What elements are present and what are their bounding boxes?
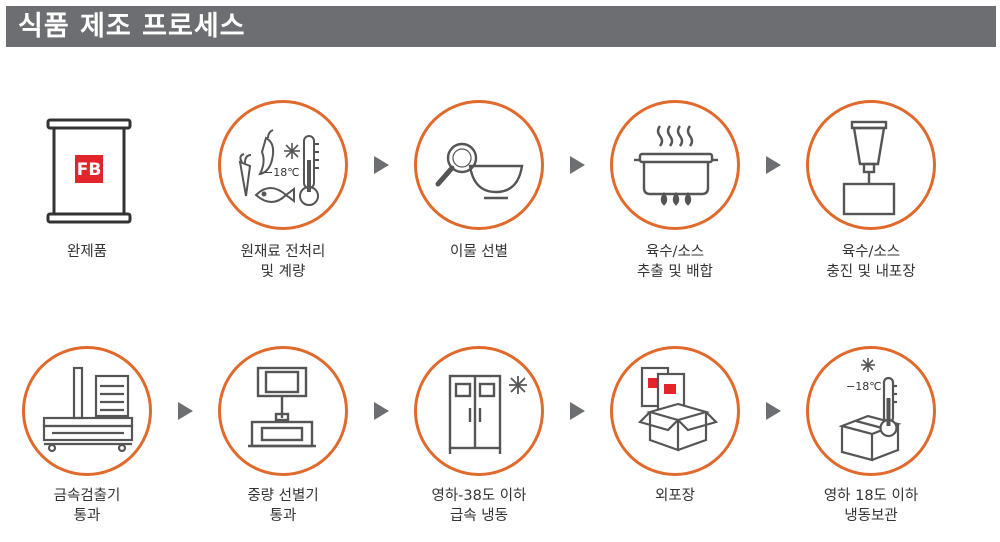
flow-arrow (766, 156, 781, 174)
step-3-circle (610, 100, 740, 230)
step-9-frozen-storage: −18℃ (806, 346, 936, 476)
flow-arrow (374, 156, 389, 174)
metal-detector-icon (42, 366, 134, 453)
step-8-label: 외포장 (654, 488, 696, 504)
frozen-storage-icon (838, 358, 902, 462)
steaming-pot-icon (634, 125, 718, 206)
svg-text:FB: FB (77, 160, 102, 180)
page-title: 식품 제조 프로세스 (18, 11, 246, 42)
header-bar: 식품 제조 프로세스 (6, 6, 996, 47)
filling-machine-icon (842, 120, 896, 216)
step-2-sorting (414, 100, 544, 230)
step-1-preprocessing: −18℃ (218, 100, 348, 230)
outer-packaging-icon (637, 366, 719, 452)
step-3-extraction (610, 100, 740, 230)
step-0-label: 완제품 (66, 244, 108, 260)
step-5-circle (22, 346, 152, 476)
step-2-label: 이물 선별 (450, 244, 508, 260)
step-6-weight-checker (218, 346, 348, 476)
freezer-icon (448, 374, 527, 454)
flow-arrow (570, 402, 585, 420)
step-0-product: FB (22, 100, 152, 230)
step-8-outer-packaging (610, 346, 740, 476)
step-1-temperature: −18℃ (264, 166, 300, 179)
flow-arrow (570, 156, 585, 174)
flow-arrow (374, 402, 389, 420)
step-8-circle (610, 346, 740, 476)
product-box-icon: FB (46, 118, 132, 224)
step-9-temperature: −18℃ (846, 380, 882, 393)
step-7-freezing (414, 346, 544, 476)
step-5-metal-detector (22, 346, 152, 476)
magnifier-bowl-icon (435, 142, 524, 200)
flow-arrow (766, 402, 781, 420)
ingredients-thermometer-icon (238, 129, 319, 206)
step-4-filling (806, 100, 936, 230)
flow-arrow (178, 402, 193, 420)
weight-checker-icon (248, 366, 316, 448)
